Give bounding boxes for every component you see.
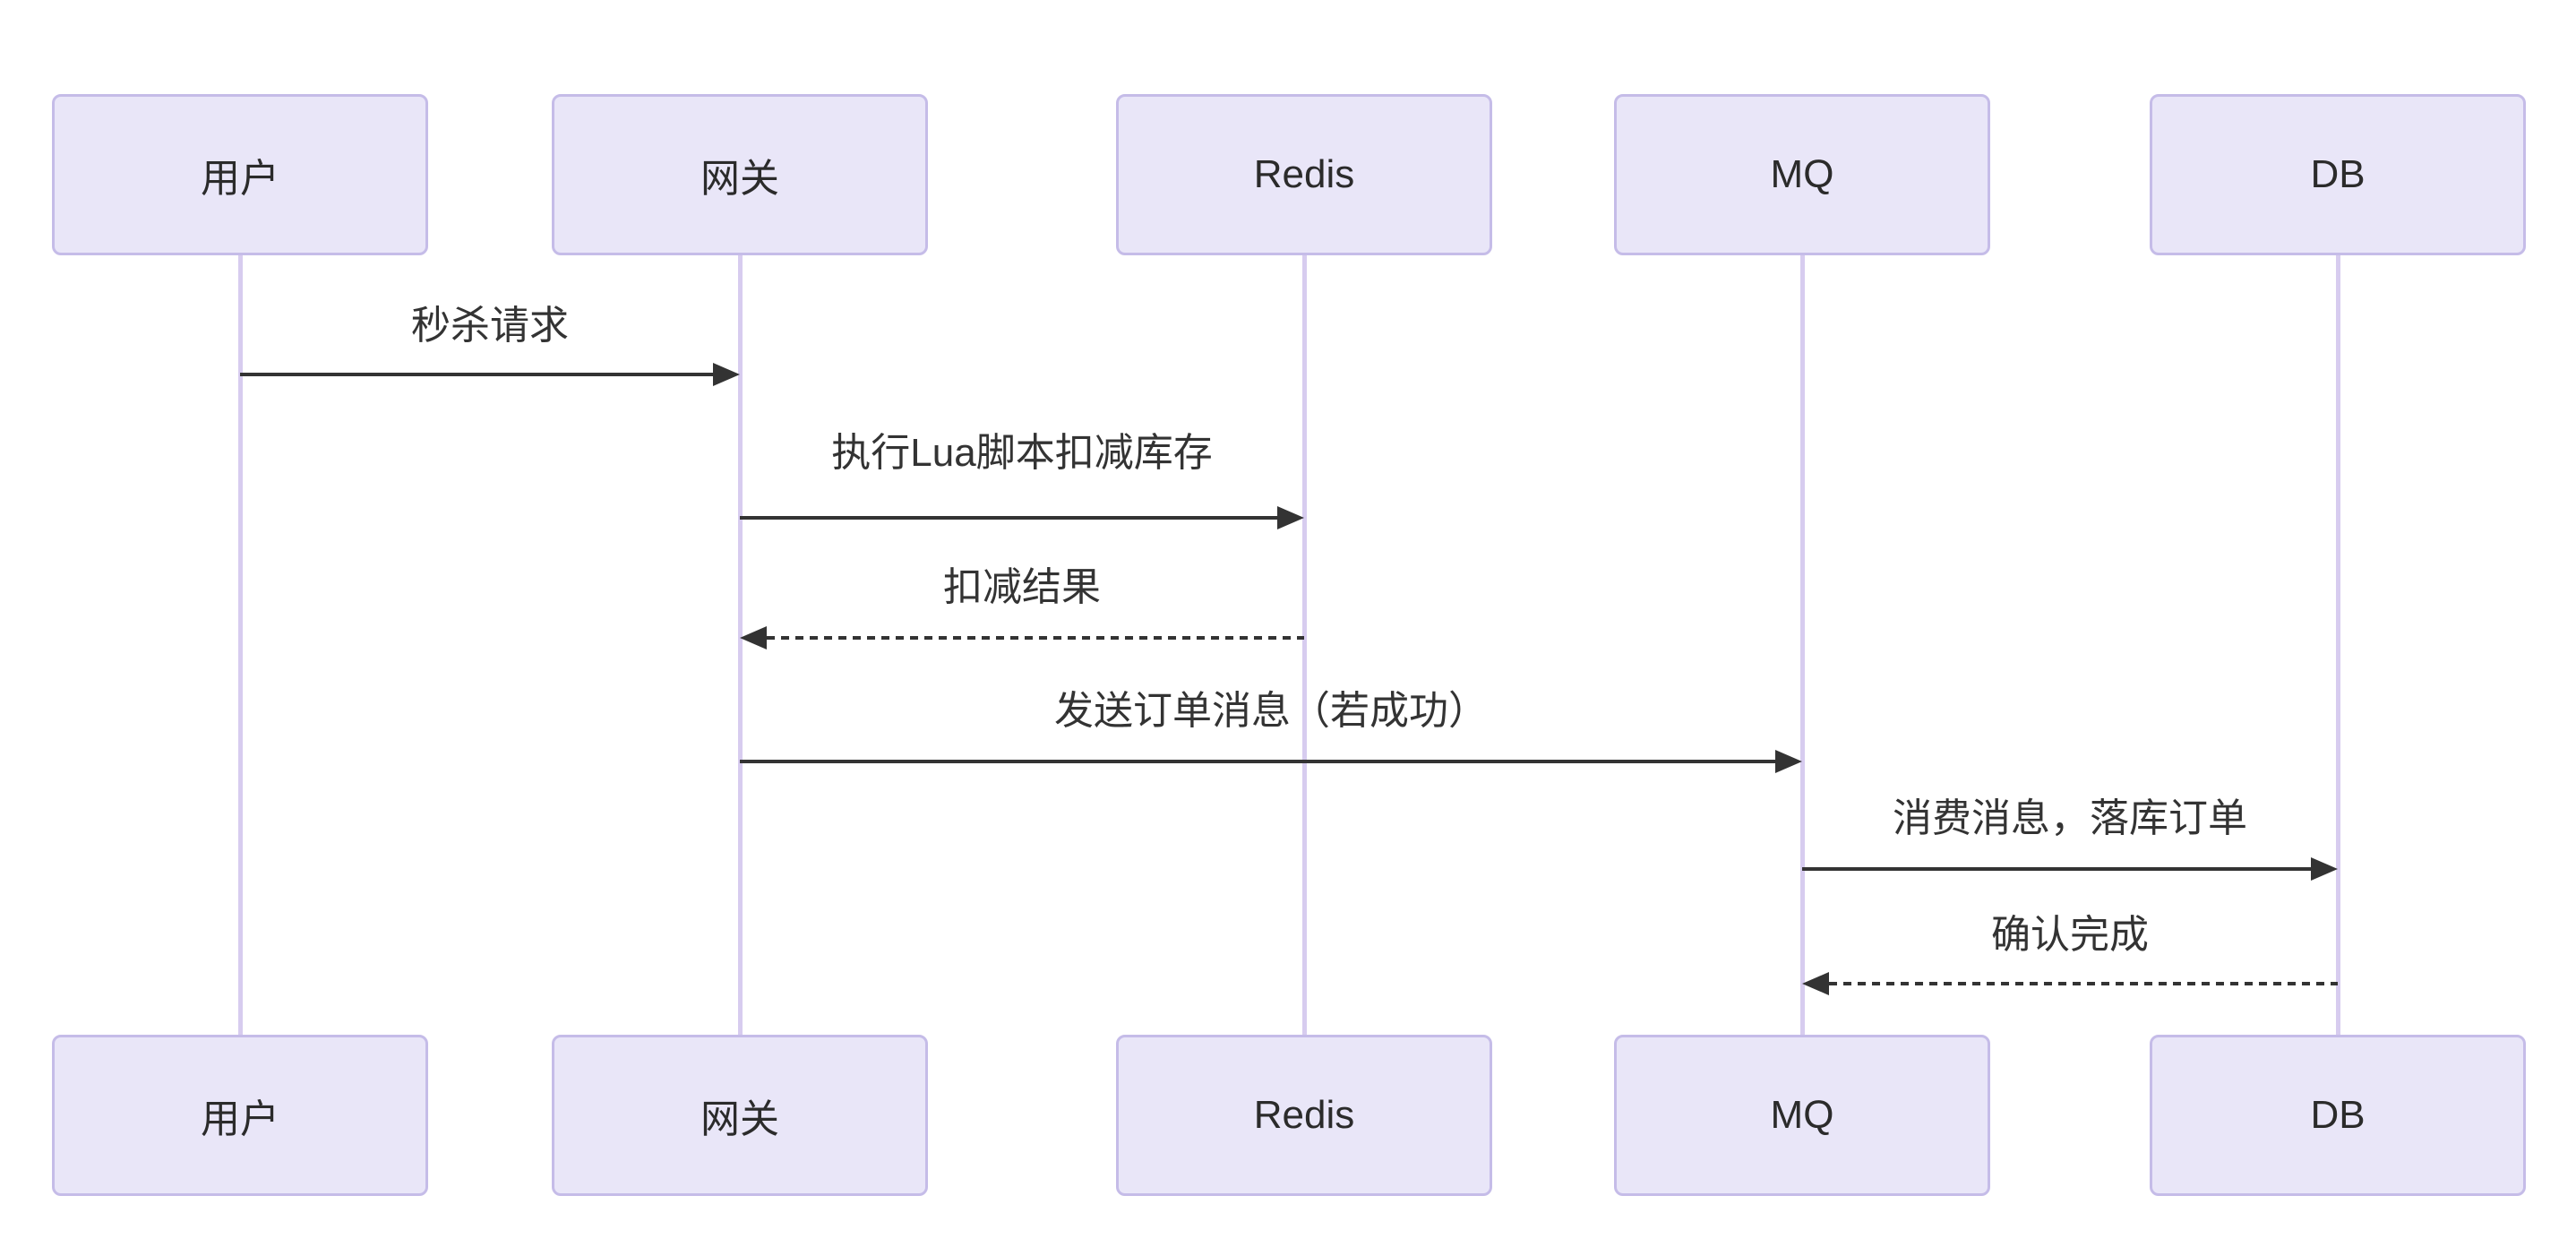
arrowhead-right-icon [713, 363, 740, 386]
arrowhead-right-icon [1277, 506, 1304, 529]
message-line-1 [240, 373, 715, 376]
message-line-4 [740, 760, 1777, 763]
arrowhead-left-icon [740, 626, 767, 650]
lifeline-db [2336, 254, 2340, 1037]
actor-label-gateway: 网关 [700, 157, 779, 201]
actor-label-gateway-bottom: 网关 [700, 1097, 779, 1141]
arrowhead-right-icon [2311, 857, 2338, 881]
lifeline-redis [1302, 254, 1307, 1037]
actor-label-db: DB [2310, 152, 2366, 196]
message-label-3: 扣减结果 [943, 565, 1101, 609]
message-line-2 [740, 516, 1279, 520]
actor-label-user-bottom: 用户 [201, 1097, 279, 1141]
actor-box-gateway-top: 网关 [552, 94, 928, 255]
actor-box-user-bottom: 用户 [52, 1035, 428, 1196]
message-line-3 [767, 636, 1304, 640]
actor-label-redis-bottom: Redis [1253, 1093, 1355, 1137]
message-line-5 [1802, 867, 2313, 871]
actor-box-db-bottom: DB [2150, 1035, 2526, 1196]
actor-box-db-top: DB [2150, 94, 2526, 255]
message-label-6: 确认完成 [1991, 913, 2149, 957]
arrowhead-right-icon [1775, 750, 1802, 773]
message-label-1: 秒杀请求 [411, 304, 569, 348]
arrowhead-left-icon [1802, 972, 1829, 995]
actor-box-redis-top: Redis [1116, 94, 1492, 255]
actor-label-redis: Redis [1253, 152, 1355, 196]
actor-box-redis-bottom: Redis [1116, 1035, 1492, 1196]
actor-box-mq-bottom: MQ [1614, 1035, 1990, 1196]
actor-label-db-bottom: DB [2310, 1093, 2366, 1137]
message-label-2: 执行Lua脚本扣减库存 [831, 431, 1213, 475]
message-line-6 [1829, 982, 2338, 985]
actor-label-mq: MQ [1770, 152, 1834, 196]
message-label-5: 消费消息，落库订单 [1893, 796, 2247, 840]
actor-box-mq-top: MQ [1614, 94, 1990, 255]
lifeline-user [238, 254, 243, 1037]
message-label-4: 发送订单消息（若成功） [1054, 689, 1488, 733]
actor-label-user: 用户 [201, 157, 279, 201]
actor-box-gateway-bottom: 网关 [552, 1035, 928, 1196]
actor-box-user-top: 用户 [52, 94, 428, 255]
actor-label-mq-bottom: MQ [1770, 1093, 1834, 1137]
lifeline-mq [1800, 254, 1805, 1037]
